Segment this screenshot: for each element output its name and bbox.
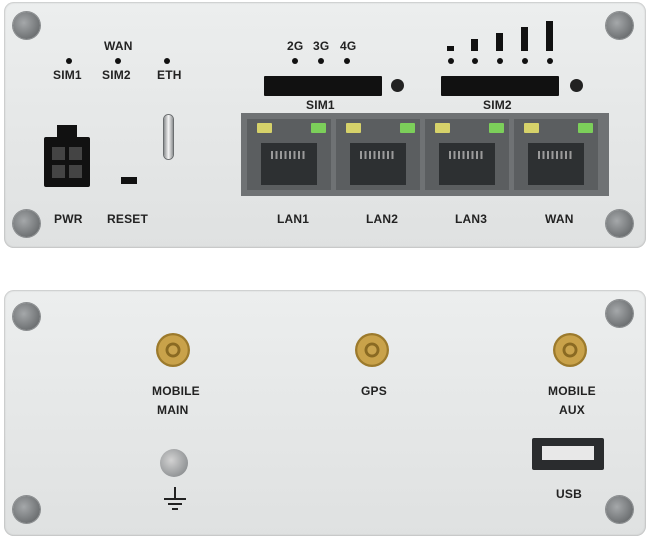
signal-led [472,58,478,64]
lan3-label: LAN3 [455,212,488,226]
port-led [578,123,593,133]
signal-led [522,58,528,64]
status-light-pipe [164,115,173,159]
lan1-label: LAN1 [277,212,310,226]
eth-led-label: ETH [157,68,182,82]
sim1-slot-label: SIM1 [306,98,335,112]
net-2g-led [292,58,298,64]
signal-bar-icon [471,39,478,51]
signal-led [448,58,454,64]
screw-icon [13,303,40,330]
ground-icon [164,487,186,510]
port-led [311,123,326,133]
sim1-eject-hole[interactable] [391,79,404,92]
sim1-led [66,58,72,64]
usb-port[interactable] [532,438,604,470]
reset-button[interactable] [121,177,137,184]
mobile-main-antenna-connector[interactable] [156,333,190,367]
reset-label: RESET [107,212,149,226]
rj45-jack [528,143,584,185]
mobile-main-label-1: MOBILE [152,384,200,398]
gps-antenna-connector[interactable] [355,333,389,367]
net-3g-label: 3G [313,39,330,53]
ethernet-ports-block [241,113,609,196]
back-panel: MOBILE MAIN GPS MOBILE AUX USB [4,290,646,536]
port-led [489,123,504,133]
sim2-led [115,58,121,64]
lan1-port[interactable] [247,119,331,190]
sim2-slot-label: SIM2 [483,98,512,112]
lan2-port[interactable] [336,119,420,190]
signal-led [547,58,553,64]
signal-bar-icon [546,21,553,51]
port-led [400,123,415,133]
pwr-label: PWR [54,212,83,226]
sim1-led-label: SIM1 [53,68,82,82]
screw-icon [606,496,633,523]
port-led [435,123,450,133]
mobile-aux-label-2: AUX [559,403,585,417]
port-led [346,123,361,133]
ground-screw[interactable] [160,449,188,477]
net-3g-led [318,58,324,64]
screw-icon [606,300,633,327]
sim2-slot[interactable] [441,76,559,96]
eth-led [164,58,170,64]
mobile-main-label-2: MAIN [157,403,189,417]
rj45-jack [439,143,495,185]
screw-icon [13,496,40,523]
rj45-jack [350,143,406,185]
wan-port[interactable] [514,119,598,190]
screw-icon [13,12,40,39]
port-led [257,123,272,133]
sim2-led-label: SIM2 [102,68,131,82]
net-4g-label: 4G [340,39,357,53]
screw-icon [606,210,633,237]
rj45-jack [261,143,317,185]
sim2-eject-hole[interactable] [570,79,583,92]
screw-icon [13,210,40,237]
signal-bar-icon [496,33,503,51]
wan-status-label: WAN [104,39,133,53]
power-connector[interactable] [44,125,90,187]
wan-port-label: WAN [545,212,574,226]
lan3-port[interactable] [425,119,509,190]
mobile-aux-label-1: MOBILE [548,384,596,398]
sim1-slot[interactable] [264,76,382,96]
net-2g-label: 2G [287,39,304,53]
gps-label: GPS [361,384,387,398]
signal-bar-icon [521,27,528,51]
usb-label: USB [556,487,582,501]
lan2-label: LAN2 [366,212,399,226]
net-4g-led [344,58,350,64]
signal-led [497,58,503,64]
signal-bar-icon [447,46,454,51]
mobile-aux-antenna-connector[interactable] [553,333,587,367]
screw-icon [606,12,633,39]
port-led [524,123,539,133]
front-panel: WAN SIM1 SIM2 ETH 2G 3G 4G SIM1 SIM2 PWR… [4,2,646,248]
